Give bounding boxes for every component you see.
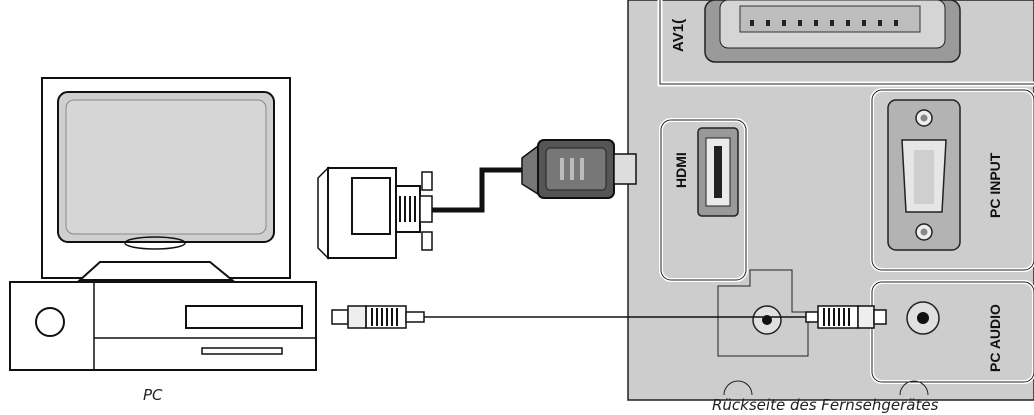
- tv-back-caption: Rückseite des Fernsehgerätes: [712, 396, 939, 414]
- hdmi-plug: [521, 139, 637, 199]
- bottom-panel-markings: [723, 380, 929, 396]
- hdmi-port-label: HDMI: [673, 152, 689, 188]
- hdmi-port-area: [659, 118, 748, 282]
- pc-tower: [9, 281, 317, 371]
- vga-ridges: [399, 196, 416, 222]
- vga-hdmi-cable: [432, 167, 524, 213]
- pc-audio-port-label: PC AUDIO: [987, 304, 1003, 372]
- audio-cable: [331, 305, 887, 329]
- pc-caption: PC: [143, 386, 163, 404]
- pc-input-port-label: PC INPUT: [987, 152, 1003, 218]
- av-port-label: AV1(: [670, 19, 687, 52]
- vga-pin-grid: [914, 150, 934, 204]
- pc-input-port-area: [870, 88, 1034, 272]
- pc-audio-port-area: [870, 280, 1034, 384]
- vga-connector: [317, 166, 433, 260]
- hdmi-plug-text-mark: [560, 158, 584, 180]
- pc-monitor: [41, 77, 291, 281]
- scart-pins: [750, 20, 898, 26]
- av-scart-port: [704, 0, 961, 63]
